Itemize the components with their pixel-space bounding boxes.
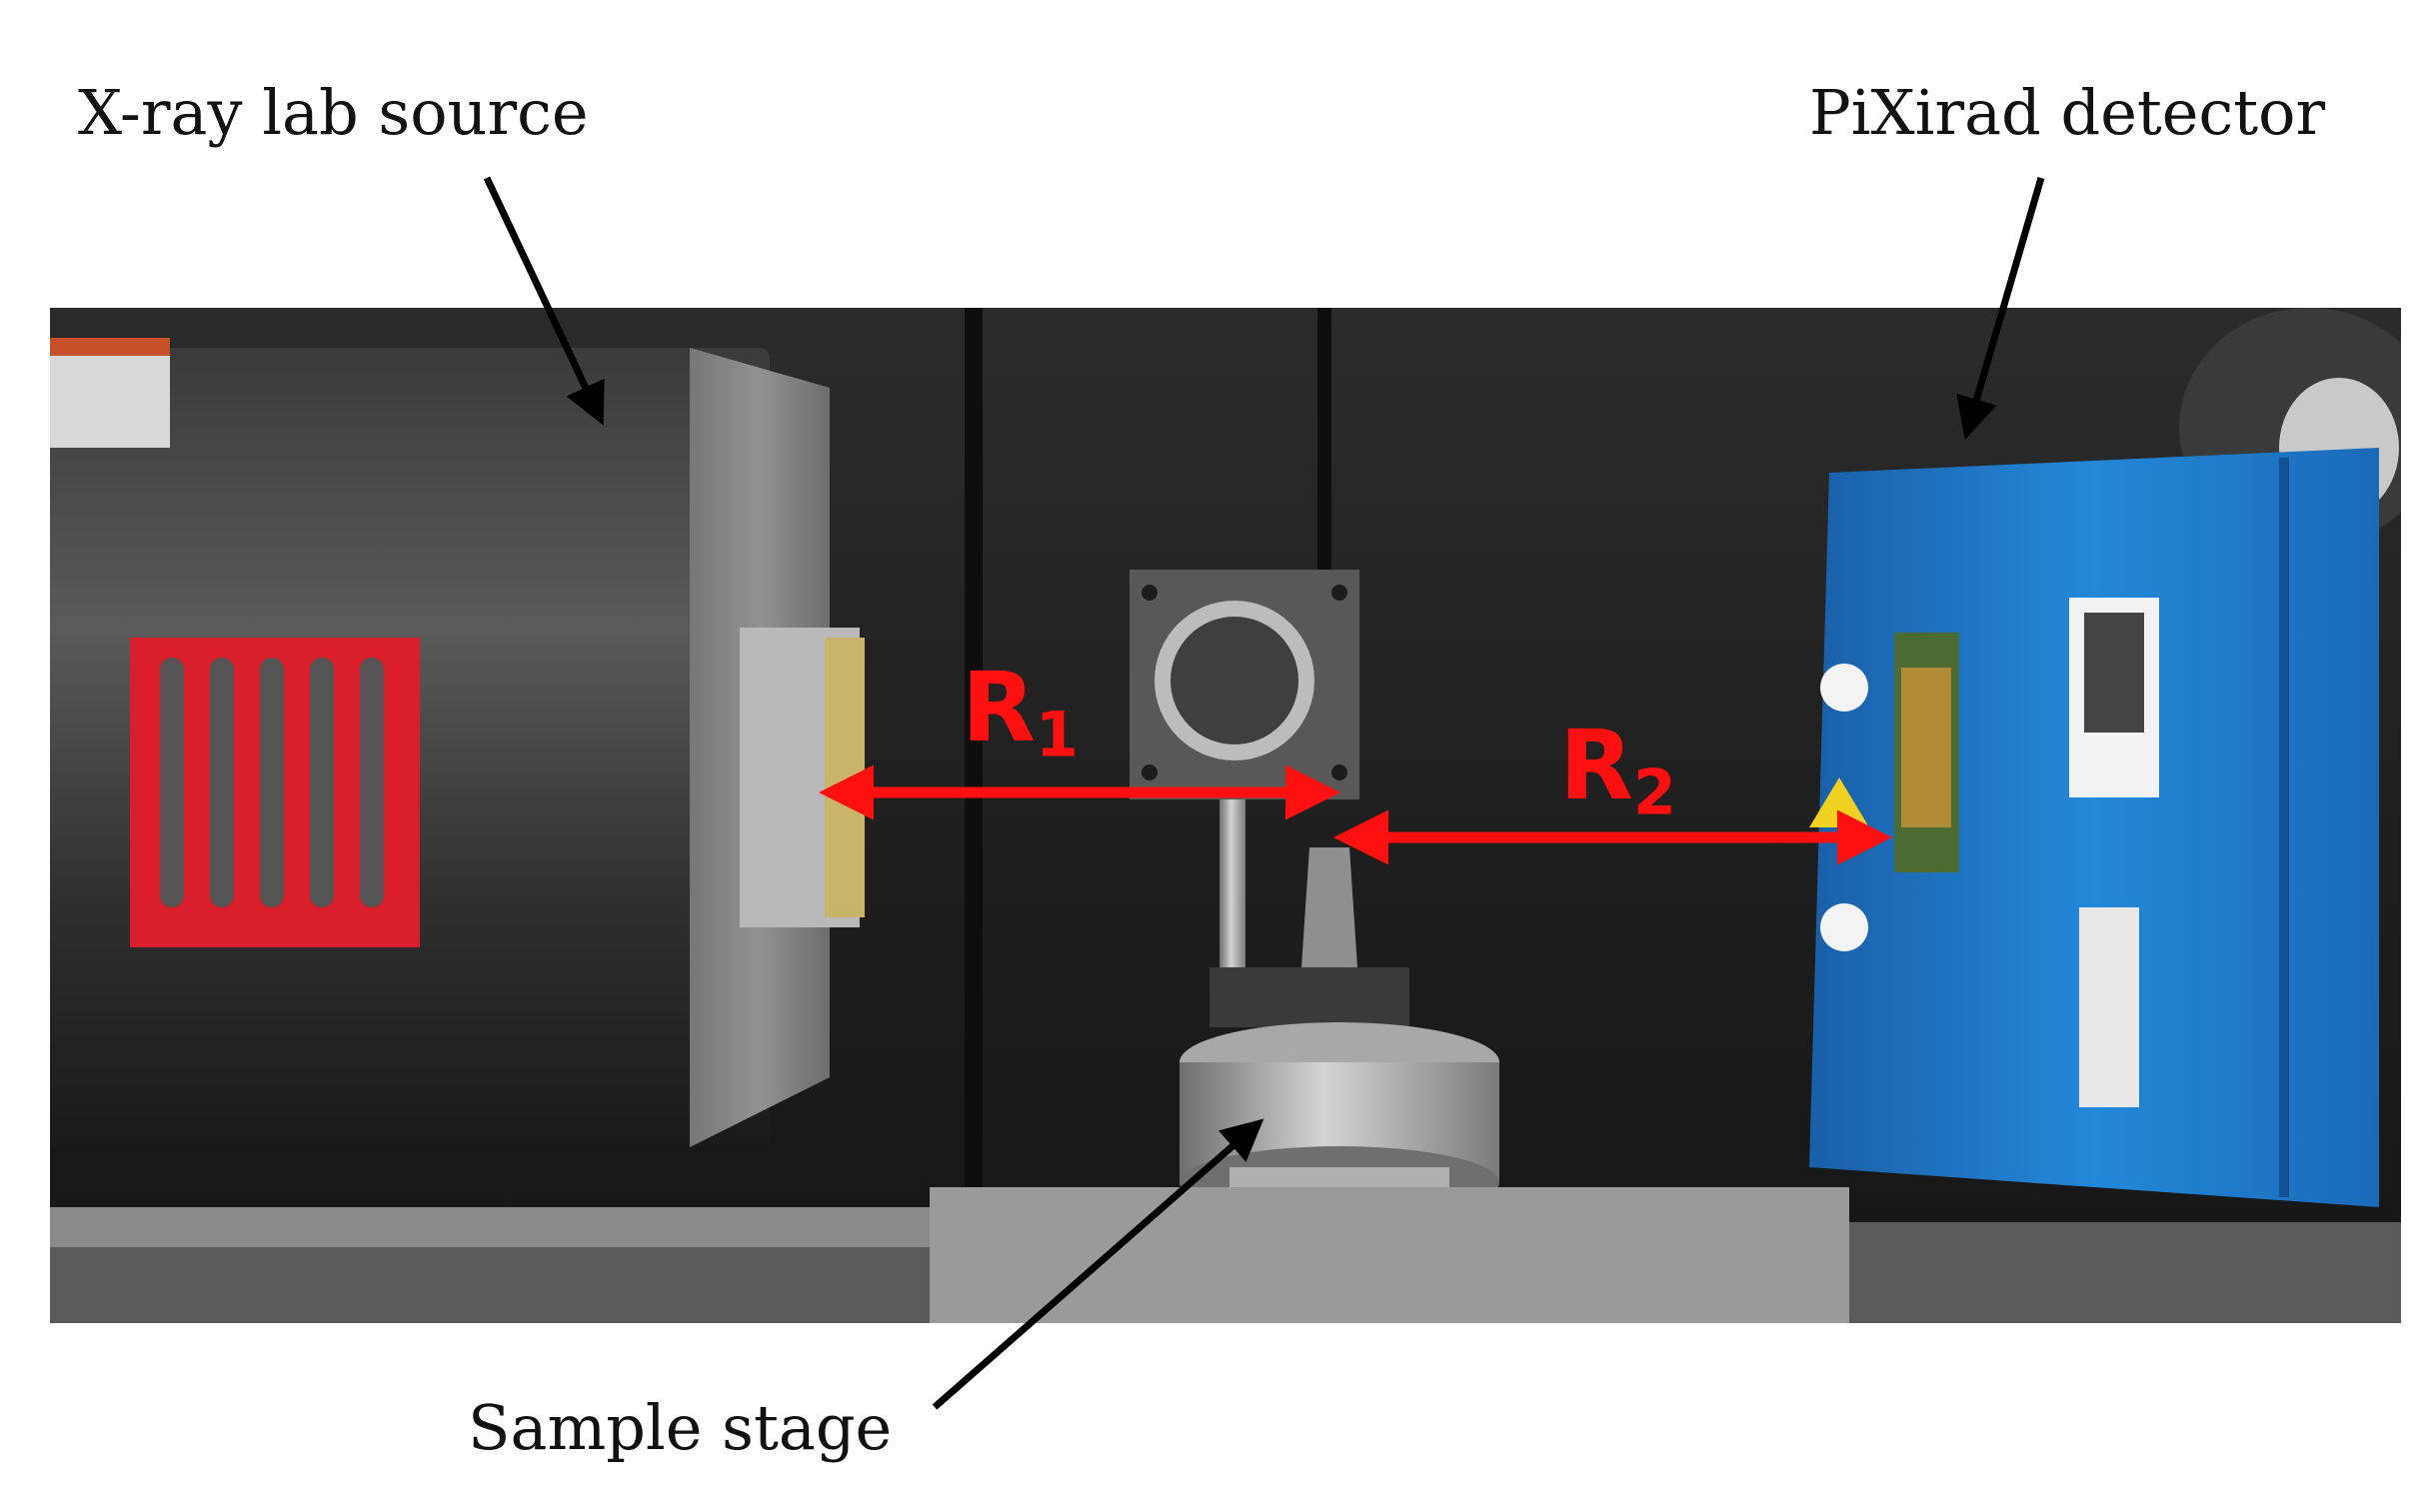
xray-source [50, 338, 865, 1147]
r2-subscript: 2 [1632, 756, 1677, 829]
setup-photograph [50, 308, 2401, 1323]
xray-source-label: X-ray lab source [78, 76, 589, 149]
r1-letter: R [962, 652, 1036, 763]
sample-stage-label: Sample stage [468, 1391, 893, 1464]
r1-label: R1 [962, 660, 1079, 766]
detector-label: PiXirad detector [1809, 76, 2326, 149]
optic-holder [1130, 570, 1359, 799]
r2-letter: R [1559, 710, 1633, 821]
r2-label: R2 [1559, 718, 1676, 824]
r1-subscript: 1 [1035, 698, 1080, 771]
pixirad-detector [1809, 308, 2401, 1207]
